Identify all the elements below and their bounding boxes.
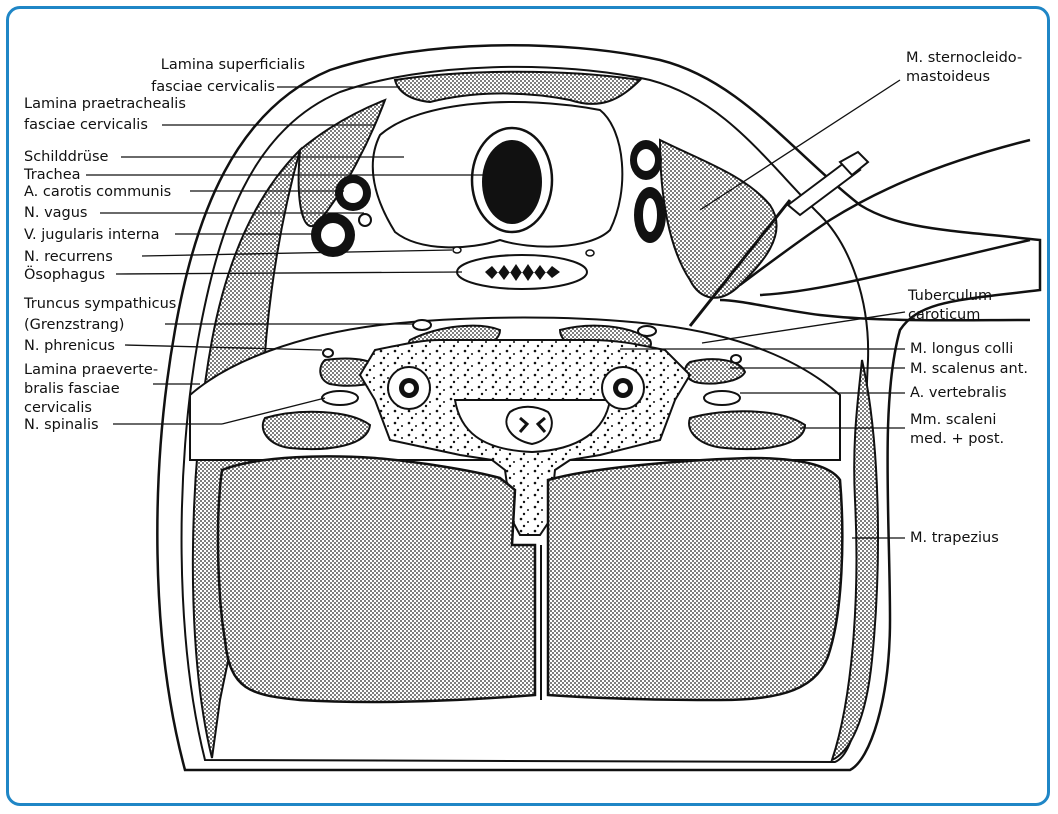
recurrent-nerve-right bbox=[586, 250, 594, 256]
label-phrenicus: N. phrenicus bbox=[24, 338, 115, 354]
recurrent-nerve-left bbox=[453, 247, 461, 253]
sympathetic-trunk-left bbox=[413, 320, 431, 330]
spinal-nerve-right bbox=[704, 391, 740, 405]
label-oesophagus: Ösophagus bbox=[24, 265, 105, 283]
phrenic-nerve-left bbox=[323, 349, 333, 357]
label-vagus: N. vagus bbox=[24, 205, 87, 221]
posterior-muscle-left bbox=[218, 456, 535, 702]
label-spinalis: N. spinalis bbox=[24, 417, 99, 433]
label-carotis-communis: A. carotis communis bbox=[24, 184, 171, 200]
vagus-left bbox=[359, 214, 371, 226]
posterior-muscle-right bbox=[548, 458, 842, 700]
spinal-nerve-left bbox=[322, 391, 358, 405]
label-schilddruese: Schilddrüse bbox=[24, 149, 109, 165]
label-sternocleidomastoideus: M. sternocleido-mastoideus bbox=[906, 50, 1022, 85]
label-trachea: Trachea bbox=[23, 167, 81, 183]
scaleni-medius-posterior-right bbox=[689, 411, 805, 449]
label-recurrens: N. recurrens bbox=[24, 249, 113, 265]
trachea-lumen bbox=[482, 140, 542, 224]
label-vertebralis: A. vertebralis bbox=[910, 385, 1007, 401]
label-jugularis-interna: V. jugularis interna bbox=[24, 227, 160, 243]
phrenic-nerve-right bbox=[731, 355, 741, 363]
label-scalenus-ant: M. scalenus ant. bbox=[910, 361, 1028, 377]
label-truncus-sympathicus: Truncus sympathicus(Grenzstrang) bbox=[23, 296, 176, 333]
label-longus-colli: M. longus colli bbox=[910, 341, 1013, 357]
label-trapezius: M. trapezius bbox=[910, 530, 999, 546]
sympathetic-trunk-right bbox=[638, 326, 656, 336]
